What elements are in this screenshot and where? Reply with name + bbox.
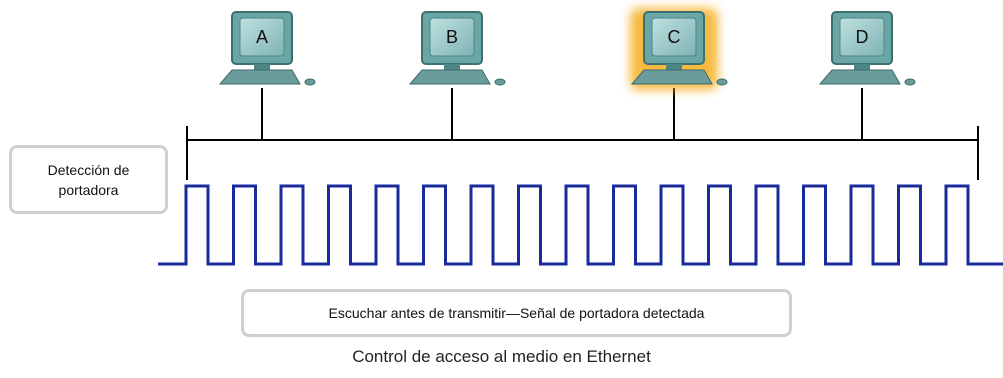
keyboard-icon [818, 69, 901, 85]
mouse-icon [716, 78, 728, 86]
host-label: B [446, 27, 458, 47]
host-b: B [408, 11, 506, 140]
signal-detected-label: Escuchar antes de transmitir—Señal de po… [241, 289, 792, 337]
screen [651, 17, 697, 57]
mouse-icon [904, 78, 916, 86]
host-c: C [630, 8, 728, 140]
screen [839, 17, 885, 57]
screen [429, 17, 475, 57]
monitor-stand [444, 64, 460, 70]
host-label: D [856, 27, 869, 47]
carrier-detection-label: Detección de portadora [9, 145, 168, 214]
monitor-stand [666, 64, 682, 70]
monitor-stand [854, 64, 870, 70]
host-label: A [256, 27, 268, 47]
keyboard-icon [218, 69, 301, 85]
monitor-stand [254, 64, 270, 70]
screen [239, 17, 285, 57]
carrier-signal-waveform [158, 184, 1003, 266]
host-d: D [818, 11, 916, 140]
diagram-caption: Control de acceso al medio en Ethernet [352, 347, 651, 366]
mouse-icon [494, 78, 506, 86]
host-a: A [218, 11, 316, 140]
host-label: C [668, 27, 681, 47]
keyboard-icon [408, 69, 491, 85]
mouse-icon [304, 78, 316, 86]
keyboard-icon [630, 69, 713, 85]
